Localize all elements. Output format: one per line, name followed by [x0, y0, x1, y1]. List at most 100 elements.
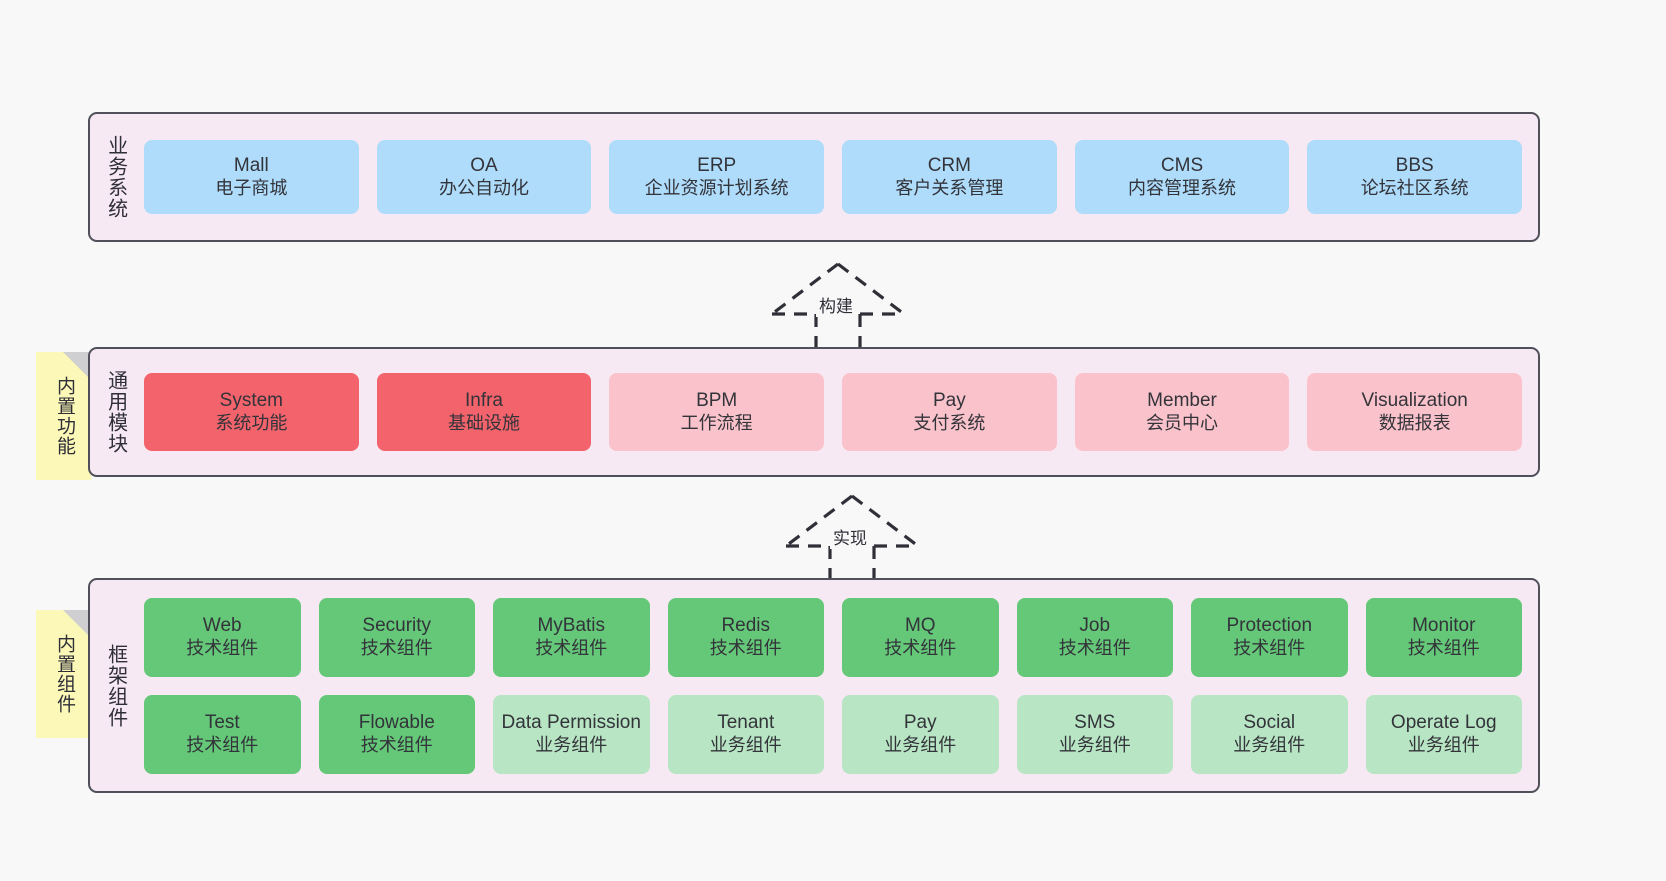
card-subtitle: 办公自动化 [439, 177, 529, 198]
card-subtitle: 会员中心 [1146, 412, 1219, 433]
card-title: CMS [1160, 155, 1204, 177]
card-title: Member [1147, 390, 1217, 412]
layer-common-modules-body: System 系统功能 Infra 基础设施 BPM 工作流程 Pay 支付系统… [140, 349, 1538, 475]
layer-business-system-title: 业务系统 [104, 135, 127, 219]
card-title: Security [362, 615, 432, 637]
module-card-visualization[interactable]: Visualization 数据报表 [1307, 373, 1523, 451]
module-card-system[interactable]: System 系统功能 [144, 373, 359, 451]
card-subtitle: 业务组件 [1058, 734, 1131, 755]
card-title: Operate Log [1390, 712, 1497, 734]
card-title: BPM [696, 390, 738, 412]
card-subtitle: 业务组件 [535, 734, 608, 755]
component-card-social[interactable]: Social 业务组件 [1191, 694, 1348, 774]
connector-realize: 实现 [772, 490, 932, 585]
business-card-erp[interactable]: ERP 企业资源计划系统 [609, 140, 825, 214]
card-subtitle: 数据报表 [1378, 412, 1451, 433]
component-card-flowable[interactable]: Flowable 技术组件 [318, 694, 475, 774]
business-card-bbs[interactable]: BBS 论坛社区系统 [1307, 140, 1523, 214]
component-card-tenant[interactable]: Tenant 业务组件 [667, 694, 824, 774]
card-title: Social [1243, 712, 1296, 734]
layer-common-modules-title: 通用模块 [104, 370, 127, 454]
sticky-note-builtin-components: 内置组件 [36, 610, 91, 738]
card-subtitle: 论坛社区系统 [1360, 177, 1469, 198]
card-subtitle: 支付系统 [913, 412, 986, 433]
component-card-operate-log[interactable]: Operate Log 业务组件 [1365, 694, 1522, 774]
card-title: BBS [1395, 155, 1434, 177]
card-subtitle: 技术组件 [186, 637, 259, 658]
card-subtitle: 技术组件 [884, 637, 957, 658]
component-card-data-permission[interactable]: Data Permission 业务组件 [493, 694, 650, 774]
card-title: System [219, 390, 284, 412]
card-subtitle: 技术组件 [360, 734, 433, 755]
card-subtitle: 技术组件 [535, 637, 608, 658]
card-title: Test [204, 712, 240, 734]
layer-common-modules: 通用模块 System 系统功能 Infra 基础设施 BPM 工作流程 Pay… [88, 347, 1540, 477]
layer-framework-components-body: Web 技术组件 Security 技术组件 MyBatis 技术组件 Redi… [140, 580, 1538, 791]
sticky-note-builtin-functions: 内置功能 [36, 352, 91, 480]
connector-realize-label: 实现 [830, 524, 870, 549]
card-title: Job [1079, 615, 1111, 637]
card-subtitle: 技术组件 [709, 637, 782, 658]
card-title: Redis [721, 615, 771, 637]
sticky-note-label: 内置组件 [53, 634, 75, 714]
card-title: Visualization [1361, 390, 1468, 412]
module-card-bpm[interactable]: BPM 工作流程 [609, 373, 825, 451]
component-card-test[interactable]: Test 技术组件 [144, 694, 301, 774]
card-title: MyBatis [537, 615, 606, 637]
component-card-sms[interactable]: SMS 业务组件 [1016, 694, 1173, 774]
card-subtitle: 技术组件 [1407, 637, 1480, 658]
component-card-mq[interactable]: MQ 技术组件 [842, 597, 999, 677]
card-subtitle: 业务组件 [1233, 734, 1306, 755]
card-title: OA [470, 155, 498, 177]
business-card-mall[interactable]: Mall 电子商城 [144, 140, 359, 214]
layer-business-system-body: Mall 电子商城 OA 办公自动化 ERP 企业资源计划系统 CRM 客户关系… [140, 114, 1538, 240]
connector-build: 构建 [758, 258, 918, 353]
business-card-cms[interactable]: CMS 内容管理系统 [1074, 140, 1290, 214]
component-card-security[interactable]: Security 技术组件 [318, 597, 475, 677]
business-card-row: Mall 电子商城 OA 办公自动化 ERP 企业资源计划系统 CRM 客户关系… [144, 140, 1523, 214]
component-card-web[interactable]: Web 技术组件 [144, 597, 301, 677]
framework-biz-component-row: Test 技术组件 Flowable 技术组件 Data Permission … [144, 694, 1522, 774]
component-card-pay[interactable]: Pay 业务组件 [842, 694, 999, 774]
module-card-pay[interactable]: Pay 支付系统 [842, 373, 1057, 451]
card-subtitle: 技术组件 [1233, 637, 1306, 658]
layer-framework-components-title: 框架组件 [104, 643, 127, 728]
card-title: SMS [1074, 712, 1116, 734]
card-subtitle: 内容管理系统 [1128, 177, 1237, 198]
card-subtitle: 电子商城 [215, 177, 288, 198]
component-card-monitor[interactable]: Monitor 技术组件 [1365, 597, 1522, 677]
card-subtitle: 业务组件 [884, 734, 957, 755]
module-card-infra[interactable]: Infra 基础设施 [376, 373, 592, 451]
card-title: Pay [903, 712, 937, 734]
module-card-row: System 系统功能 Infra 基础设施 BPM 工作流程 Pay 支付系统… [144, 373, 1523, 451]
business-card-oa[interactable]: OA 办公自动化 [376, 140, 592, 214]
card-title: CRM [927, 155, 971, 177]
card-title: Tenant [717, 712, 775, 734]
card-title: Protection [1226, 615, 1313, 637]
card-subtitle: 业务组件 [1407, 734, 1480, 755]
card-title: Infra [464, 390, 504, 412]
card-title: ERP [697, 155, 737, 177]
card-subtitle: 技术组件 [360, 637, 433, 658]
card-subtitle: 业务组件 [709, 734, 782, 755]
layer-business-system: 业务系统 Mall 电子商城 OA 办公自动化 ERP 企业资源计划系统 CRM… [88, 112, 1540, 242]
component-card-redis[interactable]: Redis 技术组件 [667, 597, 824, 677]
card-subtitle: 企业资源计划系统 [644, 177, 789, 198]
connector-build-label: 构建 [816, 292, 856, 317]
card-subtitle: 系统功能 [215, 412, 288, 433]
card-subtitle: 客户关系管理 [895, 177, 1004, 198]
sticky-note-label: 内置功能 [53, 376, 75, 456]
card-title: Flowable [358, 712, 435, 734]
framework-tech-component-row: Web 技术组件 Security 技术组件 MyBatis 技术组件 Redi… [144, 597, 1522, 677]
card-subtitle: 技术组件 [1058, 637, 1131, 658]
card-subtitle: 工作流程 [680, 412, 753, 433]
component-card-job[interactable]: Job 技术组件 [1016, 597, 1173, 677]
component-card-mybatis[interactable]: MyBatis 技术组件 [493, 597, 650, 677]
component-card-protection[interactable]: Protection 技术组件 [1191, 597, 1348, 677]
module-card-member[interactable]: Member 会员中心 [1074, 373, 1290, 451]
card-title: Pay [932, 390, 966, 412]
business-card-crm[interactable]: CRM 客户关系管理 [842, 140, 1057, 214]
card-title: Monitor [1412, 615, 1476, 637]
card-title: Web [202, 615, 242, 637]
